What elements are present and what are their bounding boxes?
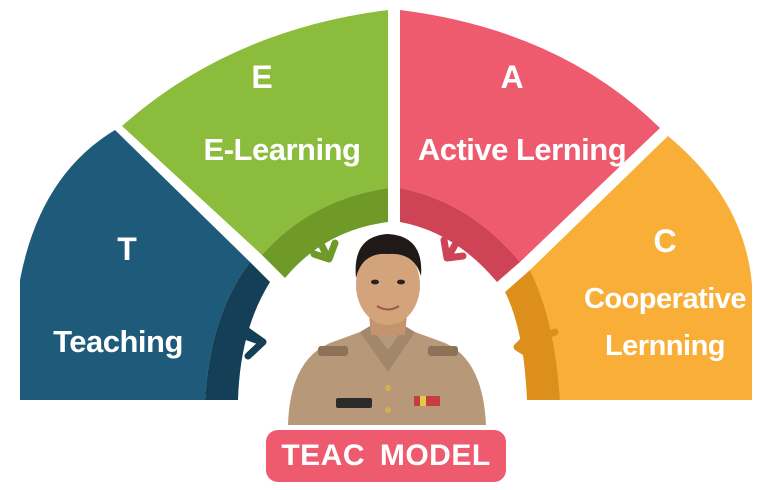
- segment-e-learning-letter: E: [251, 59, 272, 95]
- segment-teaching-label: Teaching: [53, 324, 183, 359]
- arrow-active-learning: [440, 222, 470, 262]
- teac-model-label: TEAC MODEL: [266, 430, 506, 482]
- segment-e-learning: E E-Learning: [122, 10, 388, 278]
- arrow-cooperative-learning: [513, 328, 559, 362]
- segment-active-learning-label: Active Lerning: [418, 132, 626, 167]
- arrow-teaching: [218, 324, 267, 360]
- segment-cooperative-learning-label-line2: Lernning: [605, 330, 725, 362]
- segment-e-learning-label: E-Learning: [204, 132, 361, 167]
- segment-cooperative-learning-letter: C: [653, 223, 676, 259]
- segment-active-learning-letter: A: [500, 59, 523, 95]
- person-portrait-icon: [288, 234, 486, 425]
- arrow-e-learning: [308, 222, 339, 263]
- segment-teaching: T Teaching: [20, 130, 270, 400]
- segment-teaching-letter: T: [117, 231, 137, 267]
- segment-cooperative-learning-label-line1: Cooperative: [584, 283, 746, 315]
